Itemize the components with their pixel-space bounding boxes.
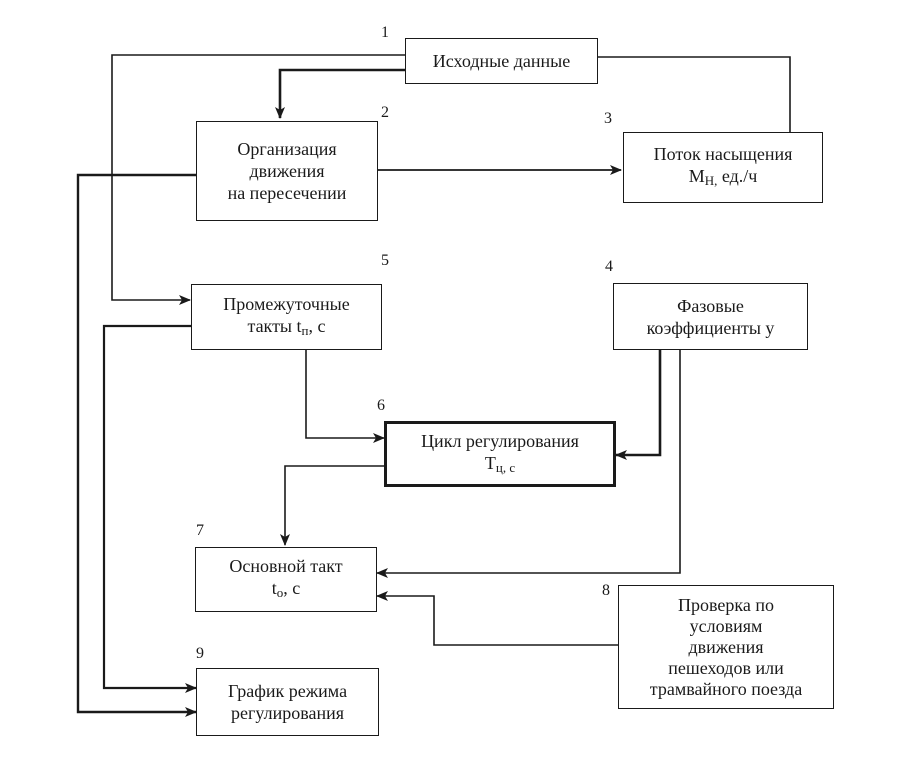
block-number-5: 5	[381, 252, 389, 269]
block-basic-tact: Основной такт tо, с	[195, 547, 377, 612]
connector-phase-to-basic-tact	[376, 350, 681, 578]
block-regulation-cycle: Цикл регулирования Тц, с	[384, 421, 616, 487]
block-pedestrian-tram-check-line-1: Проверка по	[678, 594, 774, 615]
block-source-data-text: Исходные данные	[432, 51, 571, 71]
connector-intermediate-to-cycle	[305, 350, 385, 443]
block-number-9: 9	[196, 645, 204, 662]
block-pedestrian-tram-check-line-3: движения	[688, 636, 764, 657]
block-pedestrian-tram-check-line-5: трамвайного поезда	[649, 678, 803, 699]
connector-cycle-to-basic-tact	[280, 465, 384, 546]
block-basic-tact-line-2: tо, с	[271, 578, 301, 600]
block-traffic-organization-line-1: Организация	[237, 139, 337, 159]
block-intermediate-tacts-line-1: Промежуточные	[223, 293, 350, 314]
block-number-6: 6	[377, 397, 385, 414]
connector-source-to-flow	[598, 56, 791, 132]
connector-intermediate-to-schedule	[102, 324, 197, 693]
block-number-3: 3	[604, 110, 612, 127]
block-basic-tact-line-1: Основной такт	[229, 556, 343, 576]
block-saturation-flow-line-2: МН, ед./ч	[688, 166, 758, 188]
block-saturation-flow: Поток насыщения МН, ед./ч	[623, 132, 823, 203]
block-pedestrian-tram-check-line-2: условиям	[689, 615, 763, 636]
connector-organization-to-schedule	[76, 173, 197, 717]
block-intermediate-tacts: Промежуточные такты tп, с	[191, 284, 382, 350]
connector-source-to-organization	[275, 68, 405, 119]
block-pedestrian-tram-check: Проверка по условиям движения пешеходов …	[618, 585, 834, 709]
block-regulation-cycle-line-1: Цикл регулирования	[421, 430, 579, 451]
connector-source-to-intermediate	[111, 54, 405, 305]
block-source-data: Исходные данные	[405, 38, 598, 84]
connector-check-to-basic-tact	[376, 591, 618, 646]
block-pedestrian-tram-check-line-4: пешеходов или	[668, 657, 784, 678]
block-regulation-schedule: График режима регулирования	[196, 668, 379, 736]
block-number-8: 8	[602, 582, 610, 599]
block-phase-coefficients-line-1: Фазовые	[677, 295, 744, 316]
block-regulation-schedule-line-2: регулирования	[231, 703, 344, 723]
block-traffic-organization: Организация движения на пересечении	[196, 121, 378, 221]
connector-phase-to-cycle	[615, 350, 662, 460]
block-number-7: 7	[196, 522, 204, 539]
block-intermediate-tacts-line-2: такты tп, с	[247, 315, 326, 338]
block-regulation-cycle-line-2: Тц, с	[484, 452, 516, 475]
block-number-1: 1	[381, 24, 389, 41]
block-saturation-flow-line-1: Поток насыщения	[653, 144, 793, 164]
block-phase-coefficients: Фазовые коэффициенты y	[613, 283, 808, 350]
block-regulation-schedule-line-1: График режима	[227, 681, 348, 701]
block-phase-coefficients-line-2: коэффициенты y	[646, 317, 775, 338]
block-number-4: 4	[605, 258, 613, 275]
block-number-2: 2	[381, 104, 389, 121]
block-traffic-organization-line-3: на пересечении	[227, 183, 347, 203]
block-traffic-organization-line-2: движения	[249, 161, 325, 181]
